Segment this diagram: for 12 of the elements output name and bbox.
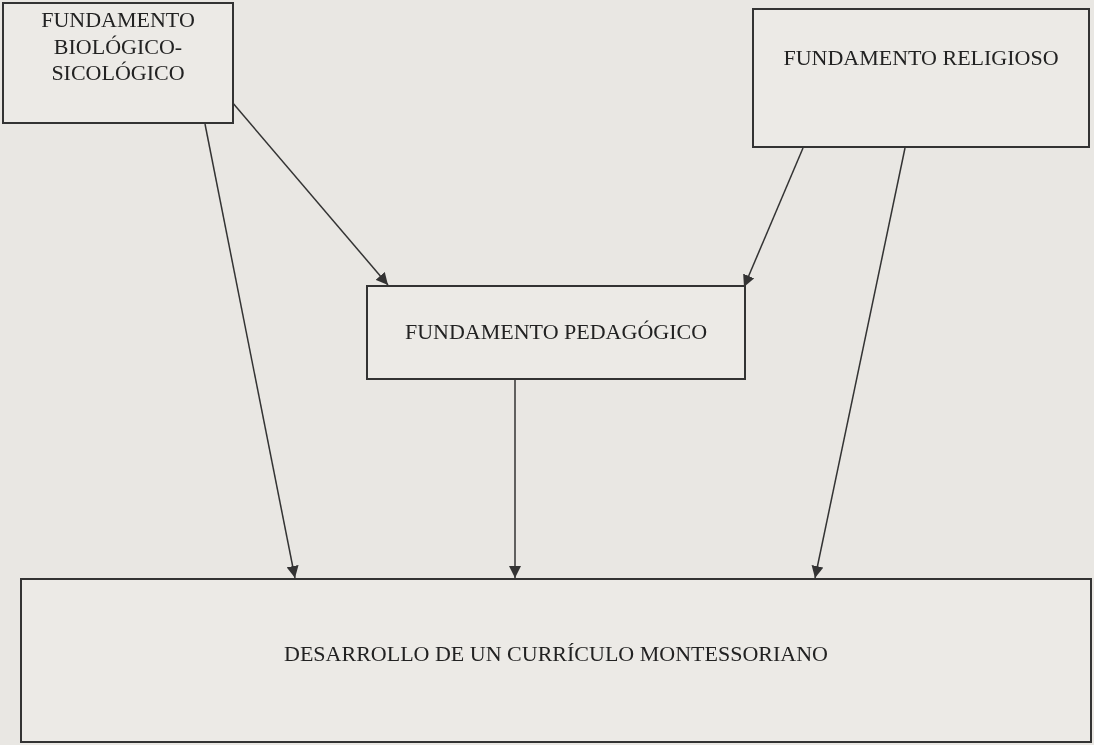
text-box [2,2,234,124]
text-box [20,578,1092,743]
box-label: FUNDAMENTO PEDAGÓGICO [404,319,708,346]
text-box [366,285,746,380]
arrow [509,379,521,579]
arrow [811,147,906,579]
box-label: FUNDAMENTO BIOLÓGICO-SICOLÓGICO [40,7,196,87]
box-label: FUNDAMENTO RELIGIOSO [783,44,1059,72]
box-label: DESARROLLO DE UN CURRÍCULO MONTESSORIANO [284,641,828,668]
arrow [743,147,804,288]
text-box [752,8,1090,148]
arrow [204,123,299,579]
